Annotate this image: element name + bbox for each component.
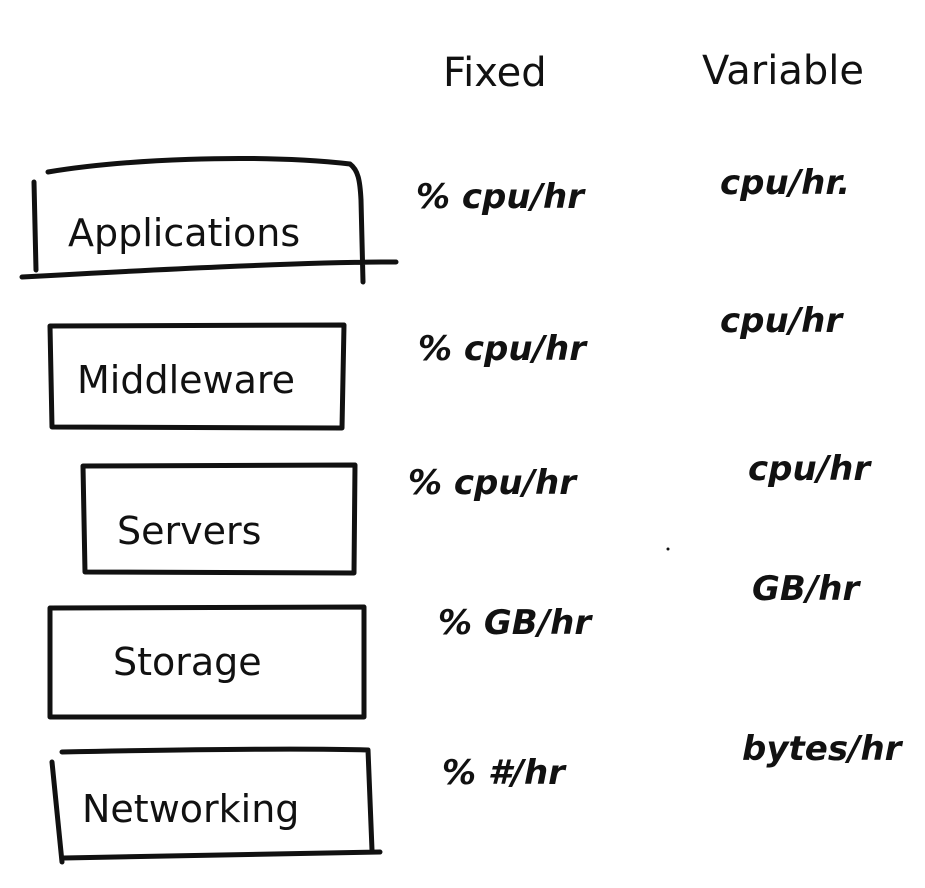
stray-ink-dot <box>666 547 670 551</box>
servers-variable-value: cpu/hr <box>748 449 872 489</box>
fixed-column-header: Fixed <box>443 50 547 96</box>
networking-variable-value: bytes/hr <box>742 729 904 769</box>
networking-label: Networking <box>82 787 299 831</box>
applications-layer: Applications <box>19 156 399 285</box>
applications-label: Applications <box>68 211 300 255</box>
servers-box-outline <box>80 462 358 576</box>
middleware-label: Middleware <box>77 358 295 402</box>
servers-label: Servers <box>117 509 261 553</box>
servers-fixed-value: % cpu/hr <box>408 463 578 503</box>
middleware-variable-value: cpu/hr <box>720 301 844 341</box>
storage-label: Storage <box>113 640 262 684</box>
applications-box-outline <box>19 156 399 285</box>
middleware-layer: Middleware <box>47 322 347 431</box>
servers-layer: Servers <box>80 462 358 576</box>
middleware-fixed-value: % cpu/hr <box>418 329 588 369</box>
storage-layer: Storage <box>47 604 367 720</box>
storage-fixed-value: % GB/hr <box>438 603 593 643</box>
networking-layer: Networking <box>49 746 383 865</box>
variable-column-header: Variable <box>702 48 864 94</box>
applications-fixed-value: % cpu/hr <box>416 177 586 217</box>
networking-box-outline <box>49 746 383 865</box>
storage-variable-value: GB/hr <box>752 569 861 609</box>
networking-fixed-value: % #/hr <box>442 753 567 793</box>
applications-variable-value: cpu/hr. <box>720 163 850 203</box>
middleware-box-outline <box>47 322 347 431</box>
storage-box-outline <box>47 604 367 720</box>
